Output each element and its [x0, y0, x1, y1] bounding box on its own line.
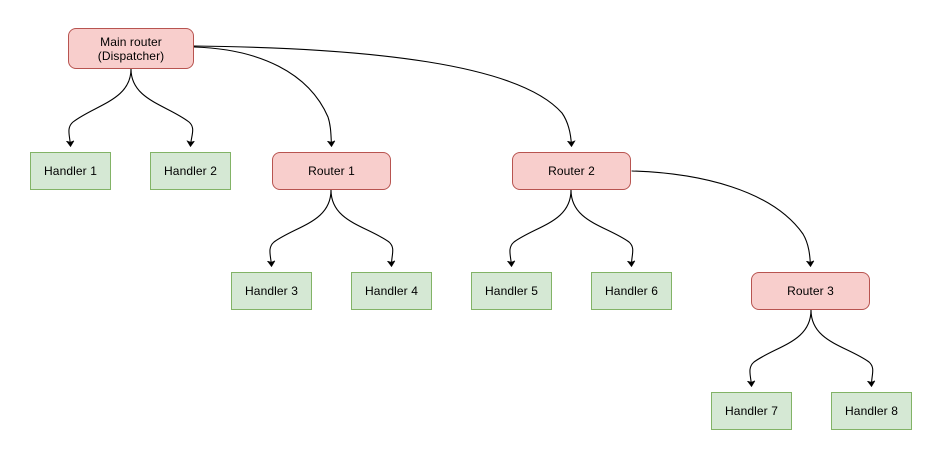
node-label-router-1: Router 1: [308, 164, 355, 178]
node-label-handler-3: Handler 3: [245, 284, 298, 298]
node-handler-4[interactable]: Handler 4: [351, 272, 432, 310]
edge-router-2-to-handler-6: [570, 189, 633, 266]
edge-router-2-to-router-3: [631, 170, 811, 266]
edge-router-2-to-handler-5: [510, 189, 572, 266]
node-router-2[interactable]: Router 2: [512, 152, 631, 190]
node-label-router-2: Router 2: [548, 164, 595, 178]
node-label-handler-7: Handler 7: [725, 404, 778, 418]
node-label-handler-6: Handler 6: [605, 284, 658, 298]
node-router-3[interactable]: Router 3: [751, 272, 870, 310]
node-handler-8[interactable]: Handler 8: [831, 392, 912, 430]
node-router-1[interactable]: Router 1: [272, 152, 391, 190]
node-label-handler-4: Handler 4: [365, 284, 418, 298]
node-handler-3[interactable]: Handler 3: [231, 272, 312, 310]
node-label-handler-8: Handler 8: [845, 404, 898, 418]
node-handler-6[interactable]: Handler 6: [591, 272, 672, 310]
edge-main-to-router-2: [193, 45, 572, 146]
edge-main-to-router-1: [193, 46, 332, 146]
edge-main-to-handler-1: [69, 68, 132, 146]
edge-router-3-to-handler-8: [810, 309, 873, 386]
edge-main-to-handler-2: [130, 68, 193, 146]
node-label-handler-5: Handler 5: [485, 284, 538, 298]
node-label-main-router: Main router (Dispatcher): [97, 34, 165, 63]
node-main-router[interactable]: Main router (Dispatcher): [68, 28, 194, 69]
node-handler-7[interactable]: Handler 7: [711, 392, 792, 430]
node-handler-2[interactable]: Handler 2: [150, 152, 231, 190]
node-label-handler-2: Handler 2: [164, 164, 217, 178]
edge-router-1-to-handler-4: [330, 189, 393, 266]
node-handler-5[interactable]: Handler 5: [471, 272, 552, 310]
edge-router-3-to-handler-7: [750, 309, 812, 386]
edge-router-1-to-handler-3: [270, 189, 332, 266]
node-handler-1[interactable]: Handler 1: [30, 152, 111, 190]
node-label-router-3: Router 3: [787, 284, 834, 298]
node-label-handler-1: Handler 1: [44, 164, 97, 178]
